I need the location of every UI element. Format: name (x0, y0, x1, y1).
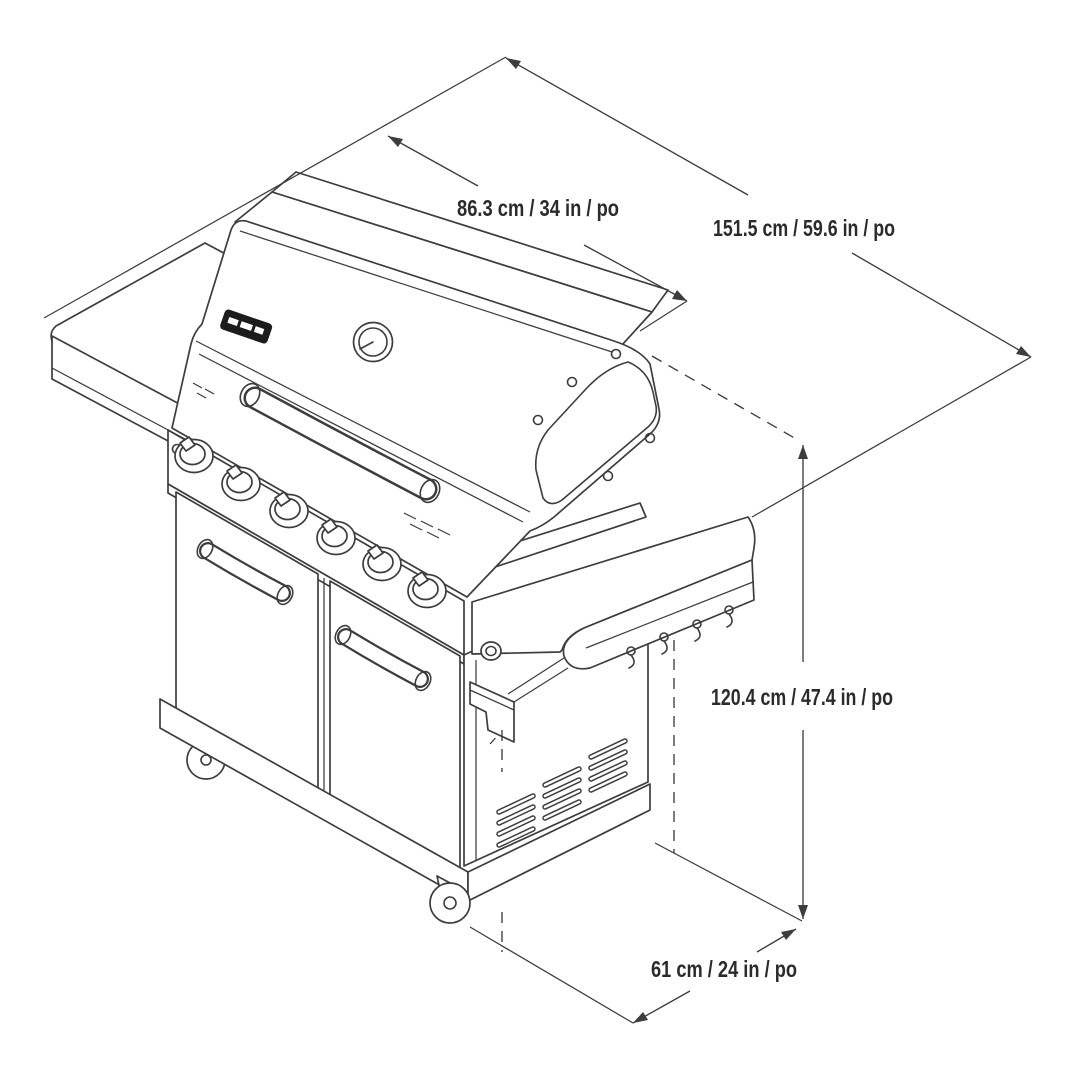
dimension-lid-width: 86.3 cm / 34 in / po (387, 135, 688, 332)
side-valve (469, 641, 515, 743)
lid-end-cap (532, 348, 658, 505)
caster-front-right (429, 875, 471, 924)
burner-knob-1 (174, 436, 214, 474)
burner-knob-3 (269, 491, 309, 529)
dimension-label-overall-width: 151.5 cm / 59.6 in / po (713, 215, 895, 241)
lid-handle (239, 382, 441, 504)
burner-knob-4 (316, 518, 356, 556)
dimension-label-overall-depth: 61 cm / 24 in / po (651, 956, 797, 982)
burner-knobs (174, 436, 447, 609)
dimension-label-lid-width: 86.3 cm / 34 in / po (457, 195, 619, 221)
burner-knob-2 (221, 464, 261, 502)
dimension-overall-height: 120.4 cm / 47.4 in / po (651, 355, 893, 919)
lid-vent-dashes (192, 382, 451, 539)
dimension-label-overall-height: 120.4 cm / 47.4 in / po (711, 684, 893, 710)
thermometer-icon (352, 321, 394, 363)
door-handle-left (196, 538, 294, 606)
burner-knob-5 (362, 544, 402, 582)
grill-illustration (50, 171, 756, 952)
dimension-overall-width: 151.5 cm / 59.6 in / po (43, 56, 1032, 518)
vent-louvers (496, 738, 628, 848)
cabinet-door-right (323, 578, 461, 869)
brand-badge (220, 309, 273, 344)
lid (171, 219, 661, 598)
door-handle-right (334, 624, 432, 692)
dimension-overall-depth: 61 cm / 24 in / po (469, 842, 803, 1024)
right-side-shelf (469, 516, 756, 743)
burner-knob-6 (407, 571, 447, 609)
hidden-edges (501, 640, 675, 952)
tool-hooks (626, 605, 734, 669)
